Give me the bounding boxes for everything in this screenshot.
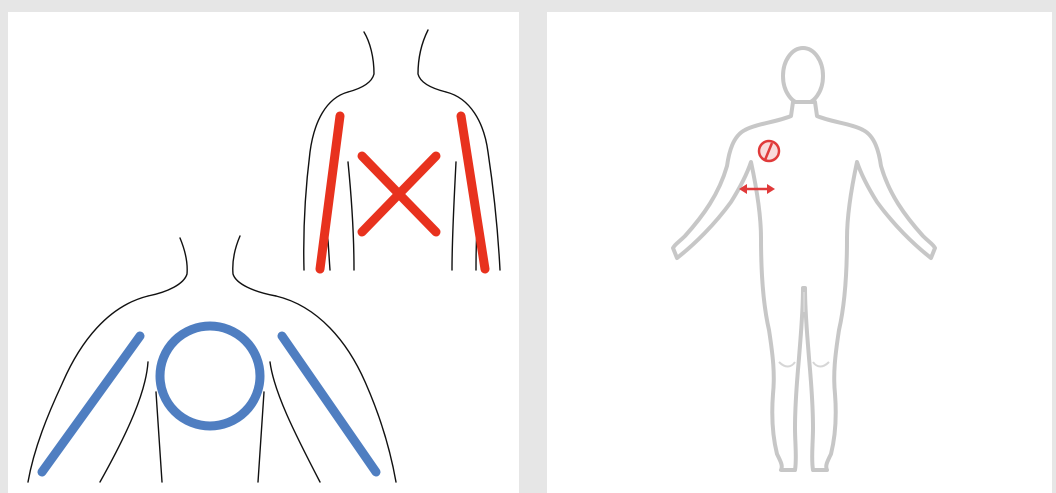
right-panel-svg xyxy=(547,12,1052,493)
upper-torso-side-right xyxy=(452,162,456,270)
lower-torso-neck-left xyxy=(148,238,187,296)
blue-arm-stroke-right xyxy=(282,336,376,472)
figure-head xyxy=(783,48,823,104)
upper-torso-neck-left xyxy=(348,32,374,92)
lower-torso-figure xyxy=(28,236,396,482)
lower-torso-neck-right xyxy=(233,236,276,296)
upper-torso-neck-right xyxy=(418,30,446,92)
red-arm-stroke-left xyxy=(320,116,340,269)
lower-torso-side-right xyxy=(258,392,264,482)
lower-torso-shoulder-right xyxy=(276,296,396,482)
left-panel xyxy=(8,12,519,493)
right-panel xyxy=(547,12,1052,493)
upper-torso-side-left xyxy=(348,162,354,270)
correct-marks xyxy=(42,326,376,472)
blue-chest-circle xyxy=(160,326,260,426)
lower-torso-shoulder-left xyxy=(28,296,148,482)
target-marker xyxy=(759,141,779,161)
blue-arm-stroke-left xyxy=(42,336,140,472)
figure-body xyxy=(673,102,935,470)
left-panel-svg xyxy=(8,12,519,493)
lower-torso-side-left xyxy=(156,392,162,482)
red-arm-stroke-right xyxy=(461,116,485,269)
full-body-figure xyxy=(673,48,935,470)
incorrect-marks xyxy=(320,116,485,269)
